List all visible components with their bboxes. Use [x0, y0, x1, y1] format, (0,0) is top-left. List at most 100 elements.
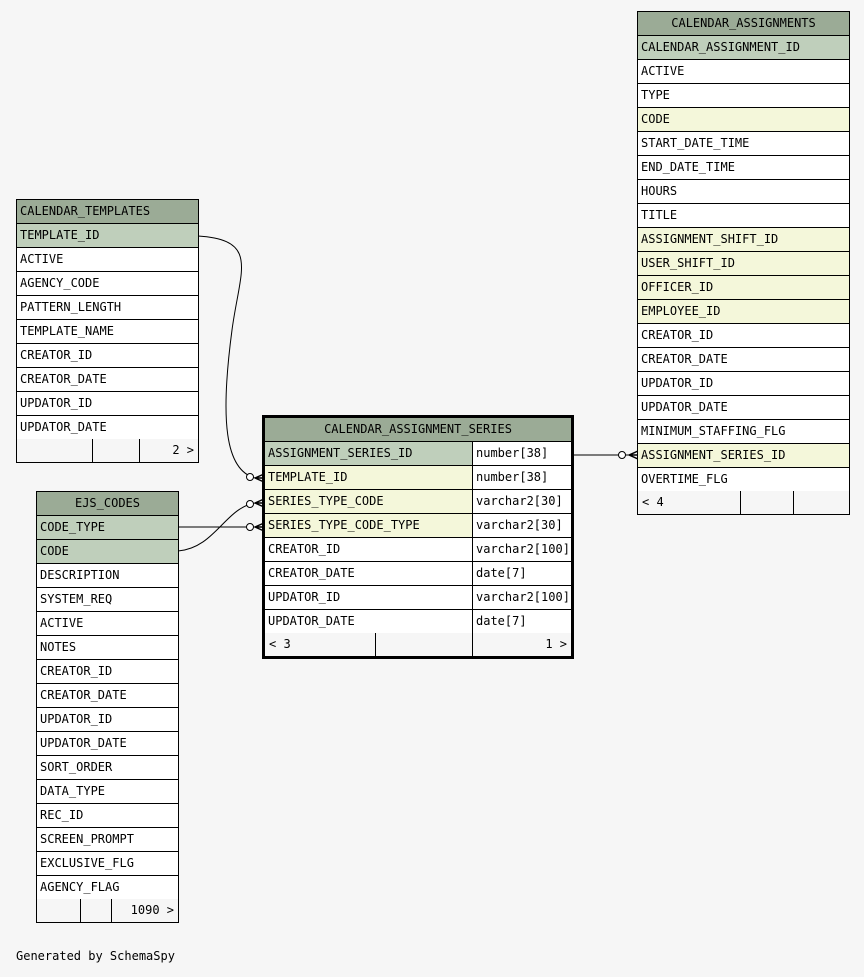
- table-name[interactable]: CALENDAR_TEMPLATES: [20, 204, 151, 218]
- table-row[interactable]: UPDATOR_ID: [17, 392, 198, 416]
- column-name[interactable]: AGENCY_FLAG: [40, 880, 120, 894]
- column-name[interactable]: HOURS: [641, 184, 678, 198]
- column-name[interactable]: SERIES_TYPE_CODE_TYPE: [265, 514, 472, 537]
- column-name[interactable]: UPDATOR_ID: [40, 712, 113, 726]
- table-row[interactable]: UPDATOR_DATE: [638, 396, 849, 420]
- column-name[interactable]: TEMPLATE_ID: [265, 466, 472, 489]
- table-row[interactable]: CREATOR_ID: [17, 344, 198, 368]
- table-row[interactable]: UPDATOR_DATE: [17, 416, 198, 439]
- column-name[interactable]: OFFICER_ID: [641, 280, 714, 294]
- table-row[interactable]: NOTES: [37, 636, 178, 660]
- column-type[interactable]: date[7]: [472, 562, 570, 585]
- table-calendar-templates[interactable]: CALENDAR_TEMPLATES TEMPLATE_ID ACTIVE AGEN…: [16, 199, 199, 463]
- column-name[interactable]: NOTES: [40, 640, 77, 654]
- column-name[interactable]: CREATOR_ID: [20, 348, 93, 362]
- column-name[interactable]: TITLE: [641, 208, 678, 222]
- column-name[interactable]: DESCRIPTION: [40, 568, 120, 582]
- parent-count[interactable]: < 3: [265, 633, 376, 656]
- column-name[interactable]: UPDATOR_ID: [641, 376, 714, 390]
- column-type[interactable]: varchar2[30]: [472, 514, 570, 537]
- column-name[interactable]: CODE: [40, 544, 69, 558]
- column-name[interactable]: SYSTEM_REQ: [40, 592, 113, 606]
- column-name[interactable]: SORT_ORDER: [40, 760, 113, 774]
- table-row[interactable]: ASSIGNMENT_SHIFT_ID: [638, 228, 849, 252]
- column-name[interactable]: ACTIVE: [20, 252, 64, 266]
- table-row[interactable]: SYSTEM_REQ: [37, 588, 178, 612]
- table-row[interactable]: TITLE: [638, 204, 849, 228]
- column-name[interactable]: CREATOR_DATE: [641, 352, 728, 366]
- column-name[interactable]: CODE: [641, 112, 670, 126]
- column-name[interactable]: ASSIGNMENT_SERIES_ID: [265, 442, 472, 465]
- table-row[interactable]: MINIMUM_STAFFING_FLG: [638, 420, 849, 444]
- table-calendar-assignment-series[interactable]: CALENDAR_ASSIGNMENT_SERIES ASSIGNMENT_SE…: [262, 415, 574, 659]
- table-row[interactable]: CREATOR_DATE: [17, 368, 198, 392]
- table-row[interactable]: END_DATE_TIME: [638, 156, 849, 180]
- table-row[interactable]: SCREEN_PROMPT: [37, 828, 178, 852]
- table-header[interactable]: CALENDAR_ASSIGNMENTS: [638, 12, 849, 36]
- table-name[interactable]: CALENDAR_ASSIGNMENT_SERIES: [324, 422, 512, 436]
- column-name[interactable]: MINIMUM_STAFFING_FLG: [641, 424, 786, 438]
- table-row[interactable]: UPDATOR_ID: [37, 708, 178, 732]
- table-name[interactable]: CALENDAR_ASSIGNMENTS: [671, 16, 816, 30]
- column-type[interactable]: varchar2[100]: [472, 538, 570, 561]
- column-type[interactable]: number[38]: [472, 442, 570, 465]
- table-calendar-assignments[interactable]: CALENDAR_ASSIGNMENTS CALENDAR_ASSIGNMENT…: [637, 11, 850, 515]
- table-row[interactable]: ACTIVE: [17, 248, 198, 272]
- table-row[interactable]: REC_ID: [37, 804, 178, 828]
- table-row[interactable]: CODE_TYPE: [37, 516, 178, 540]
- table-row[interactable]: CALENDAR_ASSIGNMENT_ID: [638, 36, 849, 60]
- table-row[interactable]: UPDATOR_DATE: [37, 732, 178, 756]
- table-row[interactable]: CODE: [638, 108, 849, 132]
- table-row[interactable]: START_DATE_TIME: [638, 132, 849, 156]
- column-name[interactable]: TEMPLATE_NAME: [20, 324, 114, 338]
- child-count[interactable]: 2 >: [172, 443, 194, 457]
- table-row[interactable]: OVERTIME_FLG: [638, 468, 849, 491]
- column-name[interactable]: USER_SHIFT_ID: [641, 256, 735, 270]
- table-row[interactable]: CODE: [37, 540, 178, 564]
- table-name[interactable]: EJS_CODES: [74, 496, 141, 510]
- column-name[interactable]: UPDATOR_DATE: [40, 736, 127, 750]
- column-name[interactable]: CODE_TYPE: [40, 520, 106, 534]
- table-row[interactable]: ASSIGNMENT_SERIES_ID: [638, 444, 849, 468]
- parent-count[interactable]: < 4: [638, 491, 741, 514]
- table-row[interactable]: AGENCY_FLAG: [37, 876, 178, 899]
- table-ejs-codes[interactable]: EJS_CODES CODE_TYPE CODE DESCRIPTION SYSTEM…: [36, 491, 179, 923]
- column-name[interactable]: AGENCY_CODE: [20, 276, 100, 290]
- generated-by-credit[interactable]: Generated by SchemaSpy: [16, 949, 175, 963]
- column-name[interactable]: CREATOR_ID: [265, 538, 472, 561]
- column-name[interactable]: TEMPLATE_ID: [20, 228, 100, 242]
- table-row[interactable]: ACTIVE: [37, 612, 178, 636]
- column-type[interactable]: number[38]: [472, 466, 570, 489]
- column-name[interactable]: CREATOR_DATE: [40, 688, 127, 702]
- column-name[interactable]: UPDATOR_DATE: [641, 400, 728, 414]
- table-row[interactable]: EXCLUSIVE_FLG: [37, 852, 178, 876]
- table-row[interactable]: AGENCY_CODE: [17, 272, 198, 296]
- column-name[interactable]: END_DATE_TIME: [641, 160, 735, 174]
- column-name[interactable]: UPDATOR_DATE: [20, 420, 107, 434]
- table-row[interactable]: TEMPLATE_ID: [17, 224, 198, 248]
- column-name[interactable]: PATTERN_LENGTH: [20, 300, 122, 314]
- table-row[interactable]: HOURS: [638, 180, 849, 204]
- column-name[interactable]: ASSIGNMENT_SERIES_ID: [641, 448, 786, 462]
- column-name[interactable]: EXCLUSIVE_FLG: [40, 856, 134, 870]
- column-name[interactable]: ACTIVE: [641, 64, 685, 78]
- column-type[interactable]: date[7]: [472, 610, 570, 633]
- table-row[interactable]: TYPE: [638, 84, 849, 108]
- column-name[interactable]: START_DATE_TIME: [641, 136, 750, 150]
- table-row[interactable]: DESCRIPTION: [37, 564, 178, 588]
- column-name[interactable]: UPDATOR_ID: [265, 586, 472, 609]
- column-name[interactable]: EMPLOYEE_ID: [641, 304, 721, 318]
- column-name[interactable]: SCREEN_PROMPT: [40, 832, 134, 846]
- column-name[interactable]: SERIES_TYPE_CODE: [265, 490, 472, 513]
- table-row[interactable]: SORT_ORDER: [37, 756, 178, 780]
- column-name[interactable]: TYPE: [641, 88, 670, 102]
- table-row[interactable]: CREATOR_ID: [37, 660, 178, 684]
